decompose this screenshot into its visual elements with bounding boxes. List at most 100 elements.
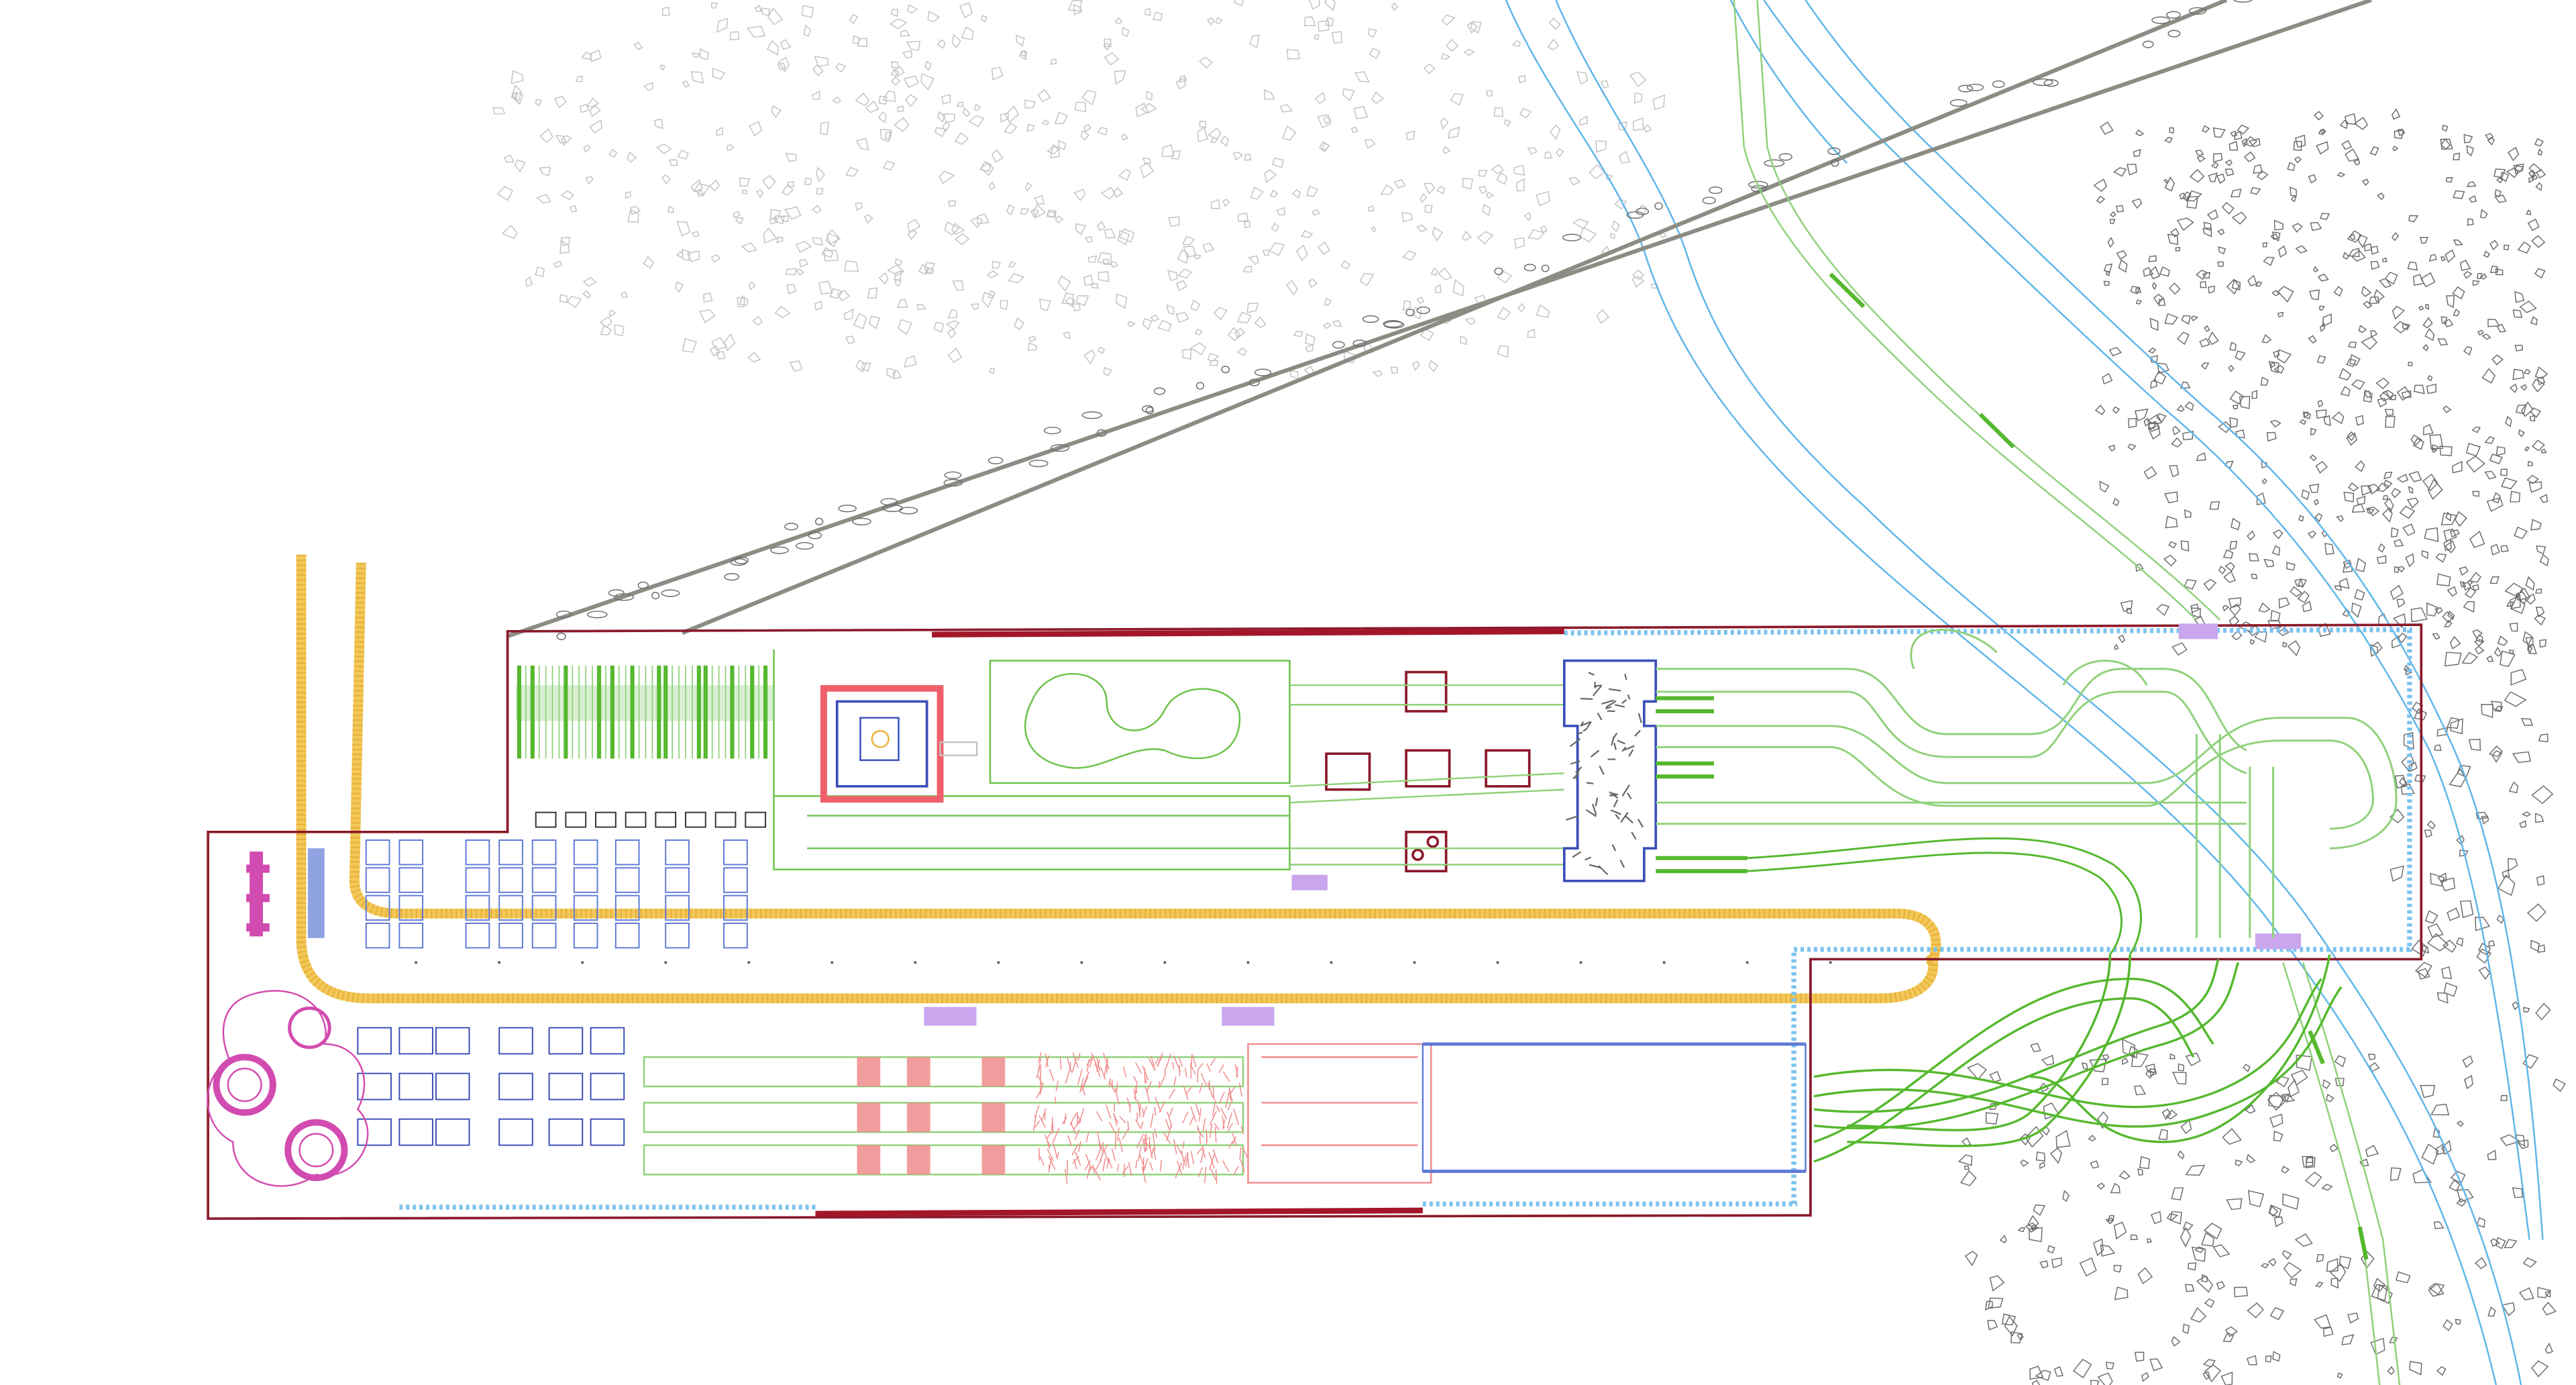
tree-symbol xyxy=(2231,517,2241,531)
tree-symbol xyxy=(1210,137,1219,144)
highway-marker xyxy=(2032,78,2053,87)
tree-symbol xyxy=(2492,492,2501,504)
tree-symbol xyxy=(570,205,578,213)
highway-marker xyxy=(586,611,608,619)
tree-symbol xyxy=(501,225,518,240)
highway-marker xyxy=(1831,159,1839,167)
tree-symbol xyxy=(2107,1215,2114,1222)
tree-symbol xyxy=(2170,437,2183,448)
tree-symbol xyxy=(2538,733,2548,743)
tree-symbol xyxy=(894,270,902,281)
tree-symbol xyxy=(970,217,983,229)
tree-symbol xyxy=(2520,384,2528,391)
axis-marker xyxy=(747,961,751,964)
tree-symbol xyxy=(2235,1159,2243,1167)
tree-symbol xyxy=(2527,218,2540,232)
meadow-stroke xyxy=(1041,1108,1046,1122)
meadow-stroke xyxy=(1064,1169,1068,1185)
highway-marker xyxy=(734,556,749,564)
tree-symbol xyxy=(2498,874,2516,896)
plaza-bench xyxy=(1608,688,1621,692)
meadow-stroke xyxy=(1209,1123,1213,1139)
tree-symbol xyxy=(2526,474,2539,484)
tree-symbol xyxy=(2469,530,2485,548)
meadow-stroke xyxy=(1240,1125,1244,1135)
tree-symbol xyxy=(2497,635,2508,646)
tree-symbol xyxy=(2149,266,2161,280)
building-module xyxy=(573,839,598,866)
tree-symbol xyxy=(2179,192,2187,200)
tree-symbol xyxy=(2109,219,2116,225)
building-module xyxy=(723,923,748,949)
tree-symbol xyxy=(2001,1313,2017,1326)
tree-symbol xyxy=(2176,217,2194,232)
tree-symbol xyxy=(2316,1253,2324,1263)
tree-symbol xyxy=(2463,601,2475,613)
tree-symbol xyxy=(2226,1198,2243,1211)
meadow-stroke xyxy=(1032,1115,1037,1131)
axis-marker xyxy=(1579,961,1582,964)
tree-symbol xyxy=(890,9,899,17)
tree-symbol xyxy=(698,309,716,323)
tree-symbol xyxy=(1208,127,1222,140)
tree-symbol xyxy=(1394,179,1406,189)
tree-symbol xyxy=(2364,243,2372,252)
tree-symbol xyxy=(2532,378,2545,393)
tree-symbol xyxy=(2443,405,2452,413)
meadow-stroke xyxy=(1119,1115,1126,1123)
tree-symbol xyxy=(2112,406,2121,414)
meadow-stroke xyxy=(1239,1147,1242,1160)
tree-symbol xyxy=(763,227,777,244)
tree-symbol xyxy=(2534,366,2548,379)
tree-symbol xyxy=(2191,1246,2206,1262)
tree-symbol xyxy=(560,190,574,201)
tree-symbol xyxy=(1436,185,1446,195)
tree-symbol xyxy=(1441,14,1456,26)
tree-symbol xyxy=(2544,1342,2554,1354)
meadow-stroke xyxy=(1185,1153,1189,1167)
tree-symbol xyxy=(1482,203,1491,216)
meadow-stroke xyxy=(1200,1072,1208,1087)
tree-symbol xyxy=(1401,212,1413,223)
tree-symbol xyxy=(2268,1204,2282,1218)
tree-symbol xyxy=(682,338,697,353)
tree-symbol xyxy=(667,205,674,213)
tree-symbol xyxy=(1372,370,1383,378)
tree-symbol xyxy=(2514,291,2525,303)
tree-symbol xyxy=(2029,1227,2043,1243)
tree-symbol xyxy=(2408,486,2414,494)
tree-symbol xyxy=(2230,130,2238,137)
tree-symbol xyxy=(2079,1257,2097,1277)
tree-symbol xyxy=(1171,150,1181,160)
tree-symbol xyxy=(812,205,822,214)
meadow-stroke xyxy=(1117,1127,1120,1141)
tree-symbol xyxy=(2379,278,2392,289)
tree-symbol xyxy=(1020,207,1030,215)
highway-marker xyxy=(1145,407,1155,415)
tree-symbol xyxy=(2439,446,2453,456)
tree-symbol xyxy=(2202,1359,2216,1368)
meadow-stroke xyxy=(1223,1071,1230,1082)
tree-symbol xyxy=(2471,584,2479,591)
tree-symbol xyxy=(1121,133,1129,141)
tree-symbol xyxy=(2363,301,2373,309)
tree-symbol xyxy=(2391,527,2399,537)
tree-symbol xyxy=(2476,272,2483,280)
tree-symbol xyxy=(2315,461,2328,474)
tree-symbol xyxy=(643,82,653,91)
tree-symbol xyxy=(981,15,987,23)
tree-symbol xyxy=(2143,417,2151,427)
tree-symbol xyxy=(843,308,854,321)
tree-symbol xyxy=(2263,256,2275,266)
tree-symbol xyxy=(1461,230,1472,241)
tree-symbol xyxy=(2249,553,2259,562)
meadow-stroke xyxy=(1220,1107,1228,1120)
tree-symbol xyxy=(2090,1380,2100,1385)
tree-symbol xyxy=(2105,1217,2114,1225)
tree-symbol xyxy=(1004,122,1018,134)
tree-symbol xyxy=(1215,17,1223,25)
tree-symbol xyxy=(884,131,893,140)
tree-symbol xyxy=(2476,1217,2485,1228)
tree-symbol xyxy=(1058,140,1067,150)
plaza-bench xyxy=(1611,792,1619,796)
